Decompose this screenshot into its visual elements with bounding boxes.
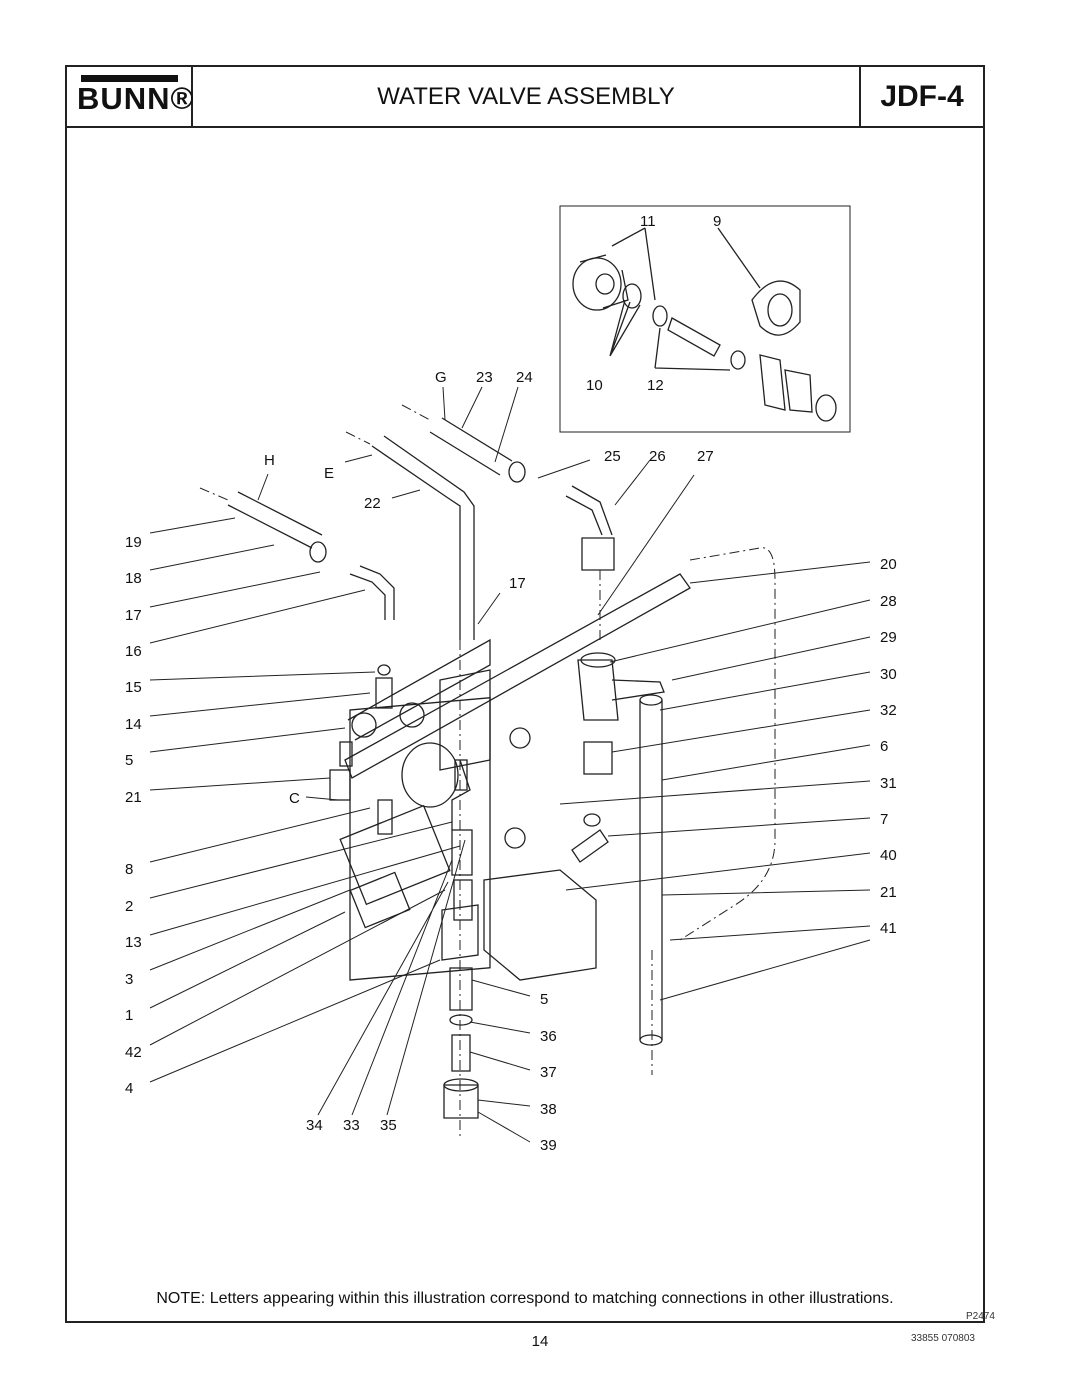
shutoff-valve xyxy=(577,659,665,721)
brand-name: BUNN® xyxy=(77,81,195,116)
callout-18: 18 xyxy=(125,570,142,587)
callout-37: 37 xyxy=(540,1064,557,1081)
callout-16: 16 xyxy=(125,643,142,660)
callout-23: 23 xyxy=(476,369,493,386)
page-title: WATER VALVE ASSEMBLY xyxy=(377,83,675,110)
vertical-tube xyxy=(639,700,663,1040)
callout-22: 22 xyxy=(364,495,381,512)
callout-20: 20 xyxy=(880,556,897,573)
callout-41: 41 xyxy=(880,920,897,937)
logo-bar xyxy=(81,75,178,82)
callout-g: G xyxy=(435,369,447,386)
top-callouts: G 23 24 H E 22 25 26 27 17 C xyxy=(264,369,714,807)
nut-fitting xyxy=(583,741,613,775)
callout-27: 27 xyxy=(697,448,714,465)
callout-15: 15 xyxy=(125,679,142,696)
solenoid-coil-detail xyxy=(572,254,837,422)
hose-tubes xyxy=(227,417,615,640)
callout-2: 2 xyxy=(125,898,133,915)
callout-31: 31 xyxy=(880,775,897,792)
callout-26: 26 xyxy=(649,448,666,465)
callout-8: 8 xyxy=(125,861,133,878)
callout-12: 12 xyxy=(647,377,664,394)
manifold xyxy=(344,573,691,981)
callout-24: 24 xyxy=(516,369,533,386)
callout-7: 7 xyxy=(880,811,888,828)
callout-9: 9 xyxy=(713,213,721,230)
left-callouts: 19 18 17 16 15 14 5 21 8 2 13 3 1 42 4 xyxy=(125,534,142,1097)
callout-19: 19 xyxy=(125,534,142,551)
callout-17: 17 xyxy=(125,607,142,624)
title-block: BUNN® WATER VALVE ASSEMBLY JDF-4 xyxy=(67,67,983,128)
callout-e: E xyxy=(324,465,334,482)
figure-code: P2474 xyxy=(966,1311,995,1322)
page-number: 14 xyxy=(531,1333,549,1350)
callout-32: 32 xyxy=(880,702,897,719)
callout-42: 42 xyxy=(125,1044,142,1061)
callout-39: 39 xyxy=(540,1137,557,1154)
callout-14: 14 xyxy=(125,716,142,733)
callout-25: 25 xyxy=(604,448,621,465)
callout-28: 28 xyxy=(880,593,897,610)
right-callouts: 20 28 29 30 32 6 31 7 40 21 41 xyxy=(880,556,897,937)
callout-29: 29 xyxy=(880,629,897,646)
callout-11: 11 xyxy=(640,213,656,230)
callout-40: 40 xyxy=(880,847,897,864)
illustration-note: NOTE: Letters appearing within this illu… xyxy=(156,1290,894,1307)
callout-6: 6 xyxy=(880,738,888,755)
callout-h: H xyxy=(264,452,275,469)
callout-33: 33 xyxy=(343,1117,360,1134)
callout-38: 38 xyxy=(540,1101,557,1118)
model-code: JDF-4 xyxy=(859,67,983,126)
callout-5: 5 xyxy=(125,752,133,769)
callout-34: 34 xyxy=(306,1117,323,1134)
bottom-callouts: 5 36 37 38 39 34 33 35 xyxy=(306,991,557,1154)
callout-4: 4 xyxy=(125,1080,133,1097)
callout-36: 36 xyxy=(540,1028,557,1045)
callout-1: 1 xyxy=(125,1007,133,1024)
lower-fittings xyxy=(443,829,479,1119)
inset-frame xyxy=(559,205,851,433)
inset-callouts: 11 9 10 12 xyxy=(586,213,721,394)
callout-21-right: 21 xyxy=(880,884,897,901)
callout-21: 21 xyxy=(125,789,142,806)
callout-30: 30 xyxy=(880,666,897,683)
caution-label xyxy=(339,804,451,906)
callout-13: 13 xyxy=(125,934,142,951)
callout-35: 35 xyxy=(380,1117,397,1134)
callout-3: 3 xyxy=(125,971,133,988)
callout-17-top: 17 xyxy=(509,575,526,592)
document-number: 33855 070803 xyxy=(911,1333,975,1344)
brand-logo: BUNN® xyxy=(67,67,193,126)
callout-c: C xyxy=(289,790,300,807)
callout-5-bottom: 5 xyxy=(540,991,548,1008)
callout-10: 10 xyxy=(586,377,603,394)
valve-block xyxy=(483,869,597,981)
page-frame: BUNN® WATER VALVE ASSEMBLY JDF-4 P2474 N… xyxy=(65,65,995,1323)
